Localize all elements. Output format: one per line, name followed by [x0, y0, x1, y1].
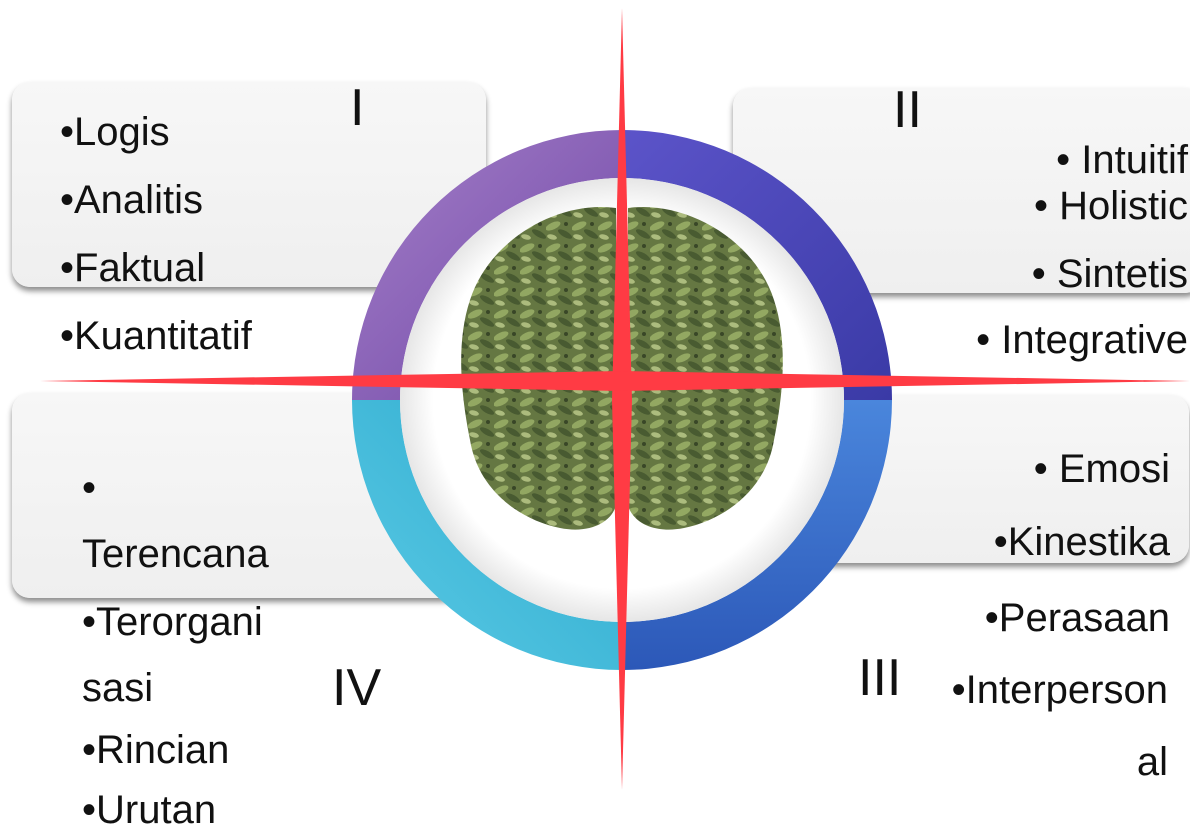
q3-item-interpersonal: •Interperson — [952, 668, 1168, 712]
q2-item-intuitif: • Intuitif — [1056, 138, 1188, 182]
q4-item-terencana: Terencana — [82, 532, 269, 576]
q3-item-interpersonal-cont: al — [1137, 740, 1168, 784]
quadrant-1-numeral: I — [350, 80, 364, 136]
q1-item-kuantitatif: •Kuantitatif — [60, 314, 252, 358]
q3-item-emosi: • Emosi — [1034, 447, 1170, 491]
q1-item-faktual: •Faktual — [60, 246, 205, 290]
q4-item-rincian: •Rincian — [82, 728, 229, 772]
q4-bullet: • — [82, 466, 96, 510]
q2-item-sintetis: • Sintetis — [1032, 252, 1188, 296]
q3-item-kinestika: •Kinestika — [994, 520, 1170, 564]
cross-horizontal — [40, 371, 1190, 391]
quadrant-2-numeral: II — [893, 82, 922, 138]
q1-item-logis: •Logis — [60, 110, 170, 154]
quadrant-4-numeral: IV — [332, 660, 381, 716]
q3-item-perasaan: •Perasaan — [985, 596, 1170, 640]
q4-item-urutan: •Urutan — [82, 788, 216, 832]
q2-item-integrative: • Integrative — [976, 318, 1188, 362]
q4-item-terorganisasi: •Terorgani — [82, 600, 263, 644]
quadrant-3-numeral: III — [858, 650, 901, 706]
q1-item-analitis: •Analitis — [60, 178, 203, 222]
q2-item-holistic: • Holistic — [1034, 184, 1188, 228]
q4-item-terorganisasi-cont: sasi — [82, 666, 153, 710]
cross-vertical — [612, 8, 632, 790]
